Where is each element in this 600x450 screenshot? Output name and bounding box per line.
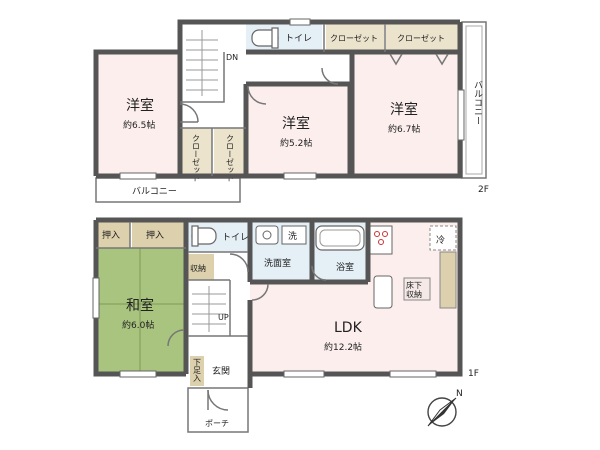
western-room-right	[352, 52, 460, 176]
bathroom-label: 浴室	[336, 261, 354, 273]
walls-1f	[93, 217, 463, 388]
stair-1f-steps	[192, 286, 226, 332]
closet-vertical-1	[180, 128, 212, 176]
toilet-2f-label: トイレ	[285, 34, 312, 44]
closet-vertical-2	[214, 128, 246, 176]
shoe-box	[190, 356, 204, 386]
western-room-center	[248, 84, 350, 176]
oshiire-1-label: 押入	[102, 229, 120, 241]
sink-icon	[255, 225, 279, 245]
storage-1f-label: 収納	[190, 263, 206, 273]
porch	[187, 387, 249, 433]
kitchen-island	[373, 275, 393, 309]
bathtub-icon	[315, 225, 365, 251]
compass-north-label: N	[456, 389, 463, 399]
western-room-center-name: 洋室	[282, 115, 310, 132]
underfloor-storage-box	[403, 277, 431, 301]
stair-dn-label: DN	[226, 53, 238, 62]
shoe-box-label: 下足入	[193, 358, 202, 382]
storage-1f	[188, 254, 214, 280]
floor-2f-label: 2F	[478, 185, 489, 195]
wash-room-label: 洗面室	[264, 257, 291, 269]
balcony-bottom-label: バルコニー	[132, 186, 177, 197]
closet-top-2	[386, 24, 458, 52]
fridge-label: 冷	[436, 234, 445, 246]
tatami-lines	[96, 248, 184, 372]
windows-2f	[119, 18, 465, 180]
compass-icon: N	[427, 389, 463, 427]
kitchen-cabinet	[439, 251, 457, 309]
balcony-right-label: バルコニー	[472, 80, 483, 125]
western-room-left-name: 洋室	[126, 97, 154, 114]
western-room-center-size: 約5.2帖	[280, 137, 312, 149]
western-room-left-size: 約6.5帖	[123, 119, 155, 131]
balcony-right-rail	[465, 25, 483, 175]
hall-2f	[224, 52, 324, 84]
doors-2f	[179, 53, 449, 123]
fridge-area	[429, 225, 457, 251]
stair-2f-steps	[186, 30, 218, 96]
closet-vertical-2-label: クローゼット	[226, 134, 235, 182]
oshiire-2	[132, 222, 184, 248]
washer-box	[281, 225, 307, 245]
closet-vertical-1-label: クローゼット	[192, 134, 201, 182]
ldk-size: 約12.2帖	[324, 341, 362, 353]
floor-1f-label: 1F	[468, 369, 479, 379]
toilet-1f-icon	[191, 225, 217, 247]
floor-1f: 押入 押入 トイレ 収納 UP 洗 洗面室 浴室	[92, 217, 479, 433]
doors-1f	[167, 253, 327, 411]
western-room-right-name: 洋室	[390, 101, 418, 118]
oshiire-1	[96, 222, 130, 248]
porch-label: ポーチ	[205, 419, 229, 428]
stove-icon	[374, 231, 388, 245]
western-room-right-size: 約6.7帖	[388, 123, 420, 135]
floor-2f: バルコニー バルコニー DN	[93, 18, 489, 203]
japanese-room-size: 約6.0帖	[122, 319, 154, 331]
entrance-label: 玄関	[212, 365, 230, 377]
closet-top-1-label: クローゼット	[330, 33, 378, 43]
oshiire-2-label: 押入	[146, 229, 164, 241]
walls-2f	[93, 19, 463, 179]
western-room-left	[96, 52, 180, 176]
toilet-1f-label: トイレ	[222, 233, 249, 243]
stair-up-label: UP	[218, 313, 229, 322]
ldk-name: LDK	[334, 320, 363, 336]
toilet-2f-icon	[251, 27, 279, 49]
sink-drain-icon	[262, 230, 272, 240]
underfloor-storage-label-2: 収納	[406, 289, 422, 299]
washer-label: 洗	[288, 230, 297, 242]
windows-1f	[92, 277, 437, 378]
closet-top-1	[326, 24, 384, 52]
closet-top-2-label: クローゼット	[397, 33, 445, 43]
balcony-bottom-area	[95, 177, 241, 203]
japanese-room-name: 和室	[126, 297, 154, 314]
underfloor-storage-label-1: 床下	[406, 280, 422, 290]
bathtub-inner-icon	[319, 229, 361, 247]
